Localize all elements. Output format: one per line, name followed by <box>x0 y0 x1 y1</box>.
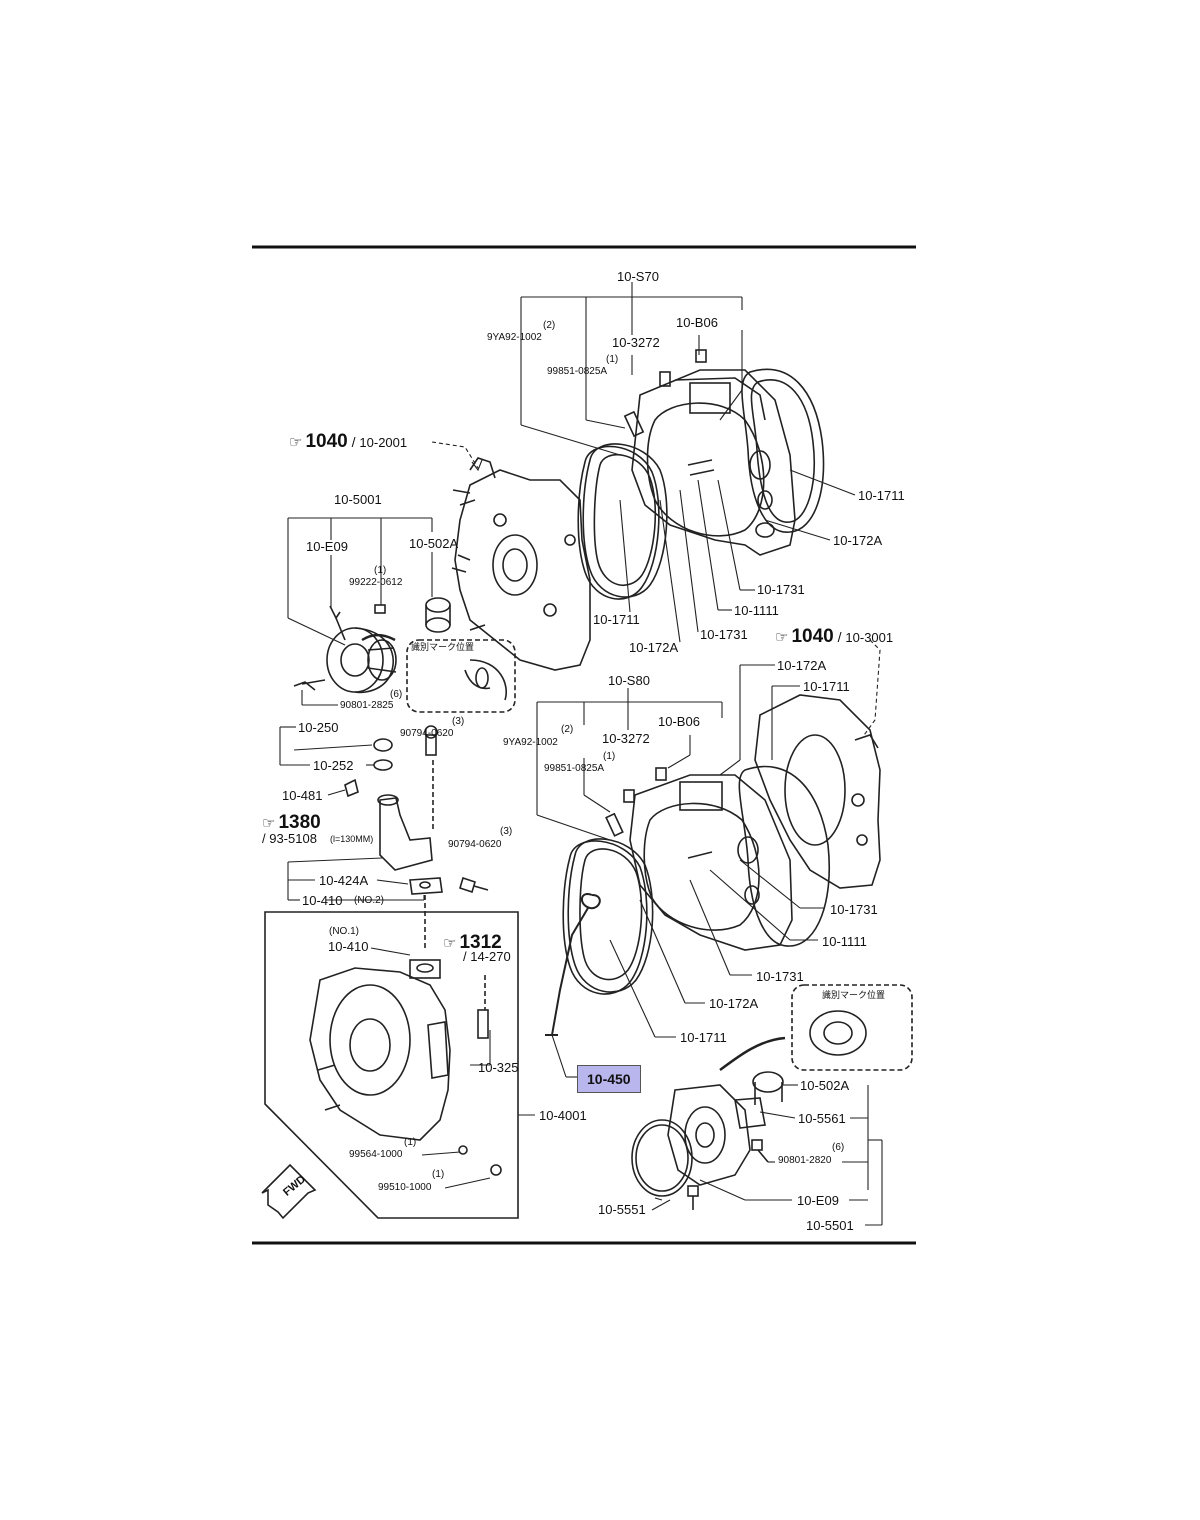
label-10-502a-right: 10-502A <box>800 1078 850 1093</box>
mid-housing-drawing <box>562 694 881 995</box>
label-10-172a-c2: 10-172A <box>709 996 759 1011</box>
label-10-5551: 10-5551 <box>598 1202 646 1217</box>
qty-1-mid: (1) <box>603 751 616 762</box>
label-10-1711-r1: 10-1711 <box>858 488 905 503</box>
highlighted-part-10-450[interactable]: 10-450 <box>577 1065 641 1093</box>
label-10-250: 10-250 <box>298 720 339 735</box>
label-no2: (NO.2) <box>354 895 384 906</box>
label-99564-1000: 99564-1000 <box>349 1149 403 1160</box>
label-10-3272-top: 10-3272 <box>612 335 660 350</box>
ref-1040-b-part: 10-3001 <box>845 630 894 645</box>
label-10-5561: 10-5561 <box>798 1111 846 1126</box>
label-10-424a: 10-424A <box>319 873 369 888</box>
label-10-1731-r3: 10-1731 <box>830 902 878 917</box>
label-10-b06-top: 10-B06 <box>676 315 718 330</box>
ref-1380-note: (l=130MM) <box>330 834 374 844</box>
label-10-172a-r2: 10-172A <box>777 658 827 673</box>
label-10-172a-c1: 10-172A <box>629 640 679 655</box>
end-housing-drawing <box>309 959 502 1176</box>
label-10-s80: 10-S80 <box>608 673 650 688</box>
ref-1040-a-number: 1040 <box>305 431 348 452</box>
label-9ya92-1002-mid: 9YA92-1002 <box>503 737 558 748</box>
label-10-252: 10-252 <box>313 758 354 773</box>
label-10-b06-mid: 10-B06 <box>658 714 700 729</box>
front-cover-drawing <box>425 457 591 671</box>
ref-1312[interactable]: ☞1312 <box>443 933 502 952</box>
label-9ya92-1002-top: 9YA92-1002 <box>487 332 542 343</box>
label-no1: (NO.1) <box>329 926 359 937</box>
end-housing-box <box>264 911 519 1219</box>
label-10-1731-c1: 10-1731 <box>700 627 748 642</box>
label-90801-2820: 90801-2820 <box>778 1155 832 1166</box>
label-10-1711-c1: 10-1711 <box>593 612 640 627</box>
label-10-4001: 10-4001 <box>539 1108 587 1123</box>
label-10-172a-r1: 10-172A <box>833 533 883 548</box>
qty-2-top: (2) <box>543 320 556 331</box>
ref-1380[interactable]: ☞1380 <box>262 813 321 832</box>
rear-flange-drawing <box>631 1071 784 1210</box>
label-99851-0825a-top: 99851-0825A <box>547 366 608 377</box>
fwd-arrow-icon <box>261 1163 317 1220</box>
pointing-hand-icon: ☞ <box>443 935 457 952</box>
ref-1040-b-number: 1040 <box>791 626 834 647</box>
ref-1380-number: 1380 <box>278 812 321 833</box>
label-10-e09-right: 10-E09 <box>797 1193 839 1208</box>
ref-sep: / <box>347 434 360 450</box>
mark-location-label-2: 識別マーク位置 <box>822 991 886 1001</box>
label-10-410-no2: 10-410 <box>302 893 343 908</box>
label-10-1711-r2: 10-1711 <box>803 679 850 694</box>
ref-1380-part: / 93-5108 <box>262 831 317 846</box>
label-99510-1000: 99510-1000 <box>378 1182 432 1193</box>
mark-location-box-2 <box>791 984 913 1071</box>
label-99851-0825a-mid: 99851-0825A <box>544 763 605 774</box>
label-10-1731-r1: 10-1731 <box>757 582 805 597</box>
label-90794-0620-a: 90794-0620 <box>400 728 454 739</box>
ref-sep: / <box>833 629 846 645</box>
label-10-3272-mid: 10-3272 <box>602 731 650 746</box>
label-10-1711-c2: 10-1711 <box>680 1030 727 1045</box>
pointing-hand-icon: ☞ <box>289 434 303 451</box>
qty-1-b1: (1) <box>404 1137 417 1148</box>
mark-location-box-1 <box>406 639 516 713</box>
label-10-5001: 10-5001 <box>334 492 382 507</box>
ref-1312-number: 1312 <box>459 932 502 953</box>
flange-drawing <box>293 604 397 694</box>
label-10-481: 10-481 <box>282 788 323 803</box>
top-housing-drawing <box>577 349 825 600</box>
pointing-hand-icon: ☞ <box>775 629 789 646</box>
ref-1312-part: / 14-270 <box>463 949 511 964</box>
pointing-hand-icon: ☞ <box>262 815 276 832</box>
qty-3-a: (3) <box>452 716 465 727</box>
ref-1040-b[interactable]: ☞1040 / 10-3001 <box>775 627 893 646</box>
qty-6-right: (6) <box>832 1142 845 1153</box>
label-10-1111-r1: 10-1111 <box>734 603 779 618</box>
qty-6-left: (6) <box>390 689 403 700</box>
label-10-5501: 10-5501 <box>806 1218 854 1233</box>
qty-3-b: (3) <box>500 826 513 837</box>
ref-1040-a-part: 10-2001 <box>359 435 408 450</box>
label-90801-2825: 90801-2825 <box>340 700 394 711</box>
label-10-1111-r2: 10-1111 <box>822 934 867 949</box>
label-10-s70: 10-S70 <box>617 269 659 284</box>
label-10-1731-r4: 10-1731 <box>756 969 804 984</box>
qty-1-b2: (1) <box>432 1169 445 1180</box>
label-90794-0620-b: 90794-0620 <box>448 839 502 850</box>
mark-location-label-1: 識別マーク位置 <box>411 643 475 653</box>
label-10-410-no1: 10-410 <box>328 939 369 954</box>
oil-pipe-drawing <box>344 725 489 895</box>
label-10-325: 10-325 <box>478 1060 519 1075</box>
ref-1040-a[interactable]: ☞1040 / 10-2001 <box>289 432 407 451</box>
qty-1-left: (1) <box>374 565 387 576</box>
qty-1-top: (1) <box>606 354 619 365</box>
label-10-e09-left: 10-E09 <box>306 539 348 554</box>
qty-2-mid: (2) <box>561 724 574 735</box>
label-10-502a-left: 10-502A <box>409 536 459 551</box>
label-99222-0612: 99222-0612 <box>349 577 403 588</box>
